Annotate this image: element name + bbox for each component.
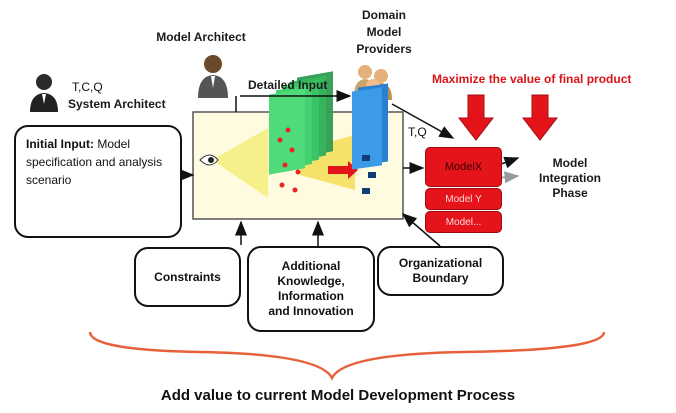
footer-caption: Add value to current Model Development P… bbox=[160, 387, 516, 404]
constraints-box: Constraints bbox=[134, 247, 241, 307]
domain-providers-line-2: Model bbox=[366, 25, 402, 39]
model-more-box: Model... bbox=[425, 211, 502, 233]
system-architect-label: System Architect bbox=[68, 97, 166, 111]
additional-knowledge-box: Additional Knowledge, Information and In… bbox=[247, 246, 375, 332]
additional-line-2: Knowledge, bbox=[277, 274, 345, 288]
integration-line-1: Model bbox=[552, 156, 588, 170]
initial-input-box: Initial Input: Model specification and a… bbox=[14, 125, 182, 238]
additional-line-1: Additional bbox=[281, 259, 341, 273]
maximize-arrow-left bbox=[457, 94, 495, 141]
integration-line-2: Integration bbox=[539, 171, 601, 185]
organizational-line-1: Organizational bbox=[398, 256, 483, 270]
domain-providers-line-1: Domain bbox=[361, 8, 406, 22]
maximize-arrow-right bbox=[521, 94, 559, 141]
system-architect-person-icon bbox=[30, 74, 58, 112]
initial-input-title: Initial Input: bbox=[26, 137, 94, 151]
model-architect-label: Model Architect bbox=[156, 30, 246, 44]
additional-line-3: Information bbox=[278, 289, 344, 303]
domain-providers-line-3: Providers bbox=[356, 42, 412, 56]
maximize-label: Maximize the value of final product bbox=[432, 72, 632, 86]
red-transfer-arrow bbox=[328, 161, 358, 179]
tq-label: T,Q bbox=[408, 125, 427, 139]
eye-icon bbox=[199, 154, 219, 166]
domain-providers-label: Domain Model Providers bbox=[352, 7, 416, 58]
vision-beam bbox=[212, 128, 268, 198]
initial-input-text: Model specification and analysis scenari… bbox=[26, 137, 163, 187]
detailed-input-label: Detailed Input bbox=[248, 78, 328, 92]
blue-layer-stack bbox=[352, 83, 388, 194]
integration-line-3: Phase bbox=[552, 186, 588, 200]
organizational-boundary-box: Organizational Boundary bbox=[377, 246, 504, 296]
system-architect-attrs: T,C,Q bbox=[72, 80, 103, 94]
additional-line-4: and Innovation bbox=[268, 304, 354, 318]
providers-to-models-arrow bbox=[391, 103, 455, 139]
boundary-up-arrow bbox=[401, 213, 441, 247]
model-architect-person-icon bbox=[198, 55, 228, 98]
green-layer-stack bbox=[269, 71, 333, 193]
organizational-line-2: Boundary bbox=[412, 271, 469, 285]
curly-brace bbox=[88, 331, 606, 381]
model-y-box: Model Y bbox=[425, 188, 502, 210]
model-x-box: ModelX bbox=[425, 147, 502, 187]
integration-phase-label: Model Integration Phase bbox=[530, 156, 610, 201]
